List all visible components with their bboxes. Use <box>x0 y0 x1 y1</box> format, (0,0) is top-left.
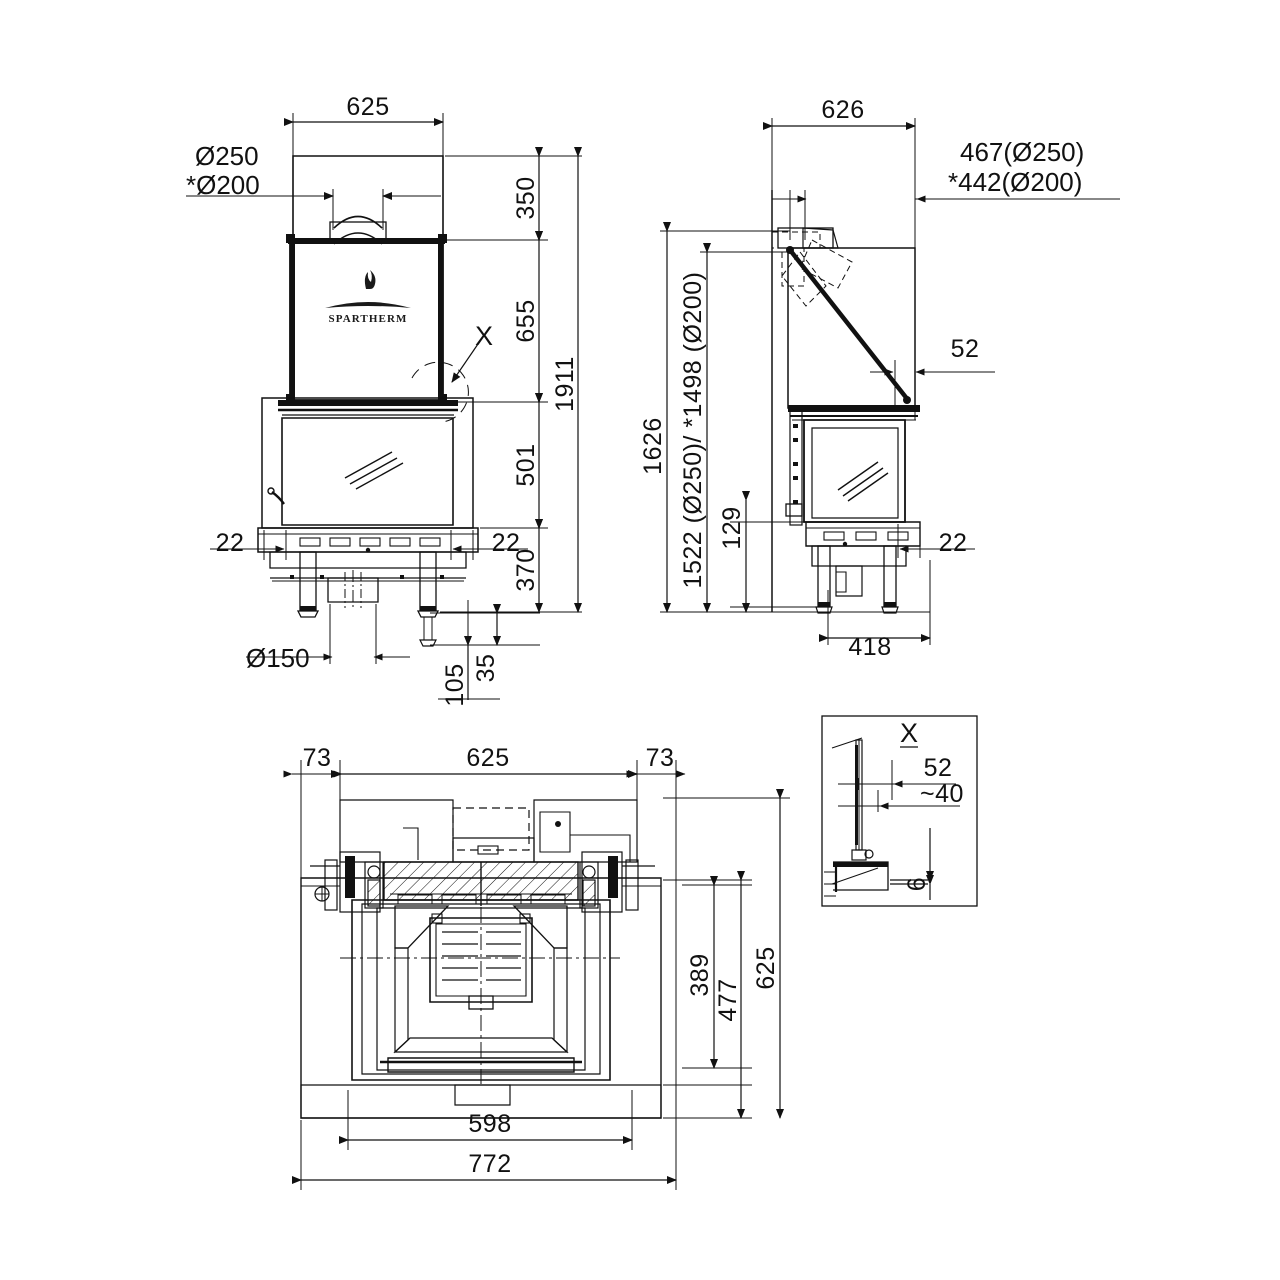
dim-plan-frame-inner: 598 <box>468 1110 511 1138</box>
plan-view-text: 73 625 73 389 477 625 598 772 <box>303 744 780 1178</box>
dim-side-total-height: 1626 <box>639 417 667 475</box>
dim-front-h-top: 350 <box>512 176 540 219</box>
dim-plan-body-width: 625 <box>466 744 509 772</box>
dim-plan-outer-depth: 625 <box>752 946 780 989</box>
dim-front-h-base: 370 <box>512 548 540 591</box>
dim-side-glass-offset: 52 <box>951 335 980 363</box>
label-flue-offset-alt: *442(Ø200) <box>948 167 1082 197</box>
front-elevation-text: 625 Ø250 *Ø200 350 655 501 370 1911 22 2… <box>186 93 579 707</box>
dim-front-base-gap: 35 <box>472 654 500 683</box>
dim-front-offset-right: 22 <box>492 529 521 557</box>
side-elevation-dimensions <box>660 190 1120 645</box>
detail-x-text: X 52 ~40 6 <box>900 718 964 891</box>
plan-view-dimensions <box>283 760 790 1190</box>
dim-plan-frame-outer: 772 <box>468 1150 511 1178</box>
label-flue-dia-alt: *Ø200 <box>186 170 260 200</box>
dim-side-base-depth: 418 <box>848 633 891 661</box>
dim-front-base-depth: 105 <box>441 663 469 706</box>
dim-front-total-height: 1911 <box>551 356 579 412</box>
detail-x-graphic <box>821 715 978 907</box>
dim-plan-side-left: 73 <box>303 744 332 772</box>
label-air-inlet-dia: Ø150 <box>246 643 310 673</box>
dim-side-depth: 626 <box>821 96 864 124</box>
dim-side-lower-height: 129 <box>718 506 746 549</box>
dim-side-flue-heights: 1522 (Ø250)/ *1498 (Ø200) <box>679 272 707 589</box>
dim-front-offset-left: 22 <box>216 529 245 557</box>
front-elevation-graphic <box>186 113 479 647</box>
front-elevation-dimensions <box>210 147 582 700</box>
dim-plan-inner-depth: 389 <box>686 953 714 996</box>
dim-plan-mid-depth: 477 <box>714 978 742 1021</box>
dim-side-offset-right: 22 <box>939 529 968 557</box>
spartherm-logo: SPARTHERM <box>325 270 411 325</box>
dim-plan-side-right: 73 <box>646 744 675 772</box>
spartherm-wordmark: SPARTHERM <box>329 313 408 325</box>
dim-front-width: 625 <box>346 93 389 121</box>
dim-front-h-upper: 655 <box>512 299 540 342</box>
label-flue-dia-primary: Ø250 <box>195 141 259 171</box>
dim-detail-x-40: ~40 <box>920 780 964 808</box>
detail-marker-x-front: X <box>475 321 493 351</box>
dim-front-h-door: 501 <box>512 443 540 486</box>
label-flue-offset-primary: 467(Ø250) <box>960 137 1084 167</box>
dim-detail-x-52: 52 <box>924 754 953 782</box>
detail-x-label: X <box>900 718 918 748</box>
plan-view-graphic <box>300 799 662 1119</box>
side-elevation-text: 626 467(Ø250) *442(Ø200) 1626 1522 (Ø250… <box>639 96 1084 661</box>
dim-detail-x-6: 6 <box>903 877 931 891</box>
